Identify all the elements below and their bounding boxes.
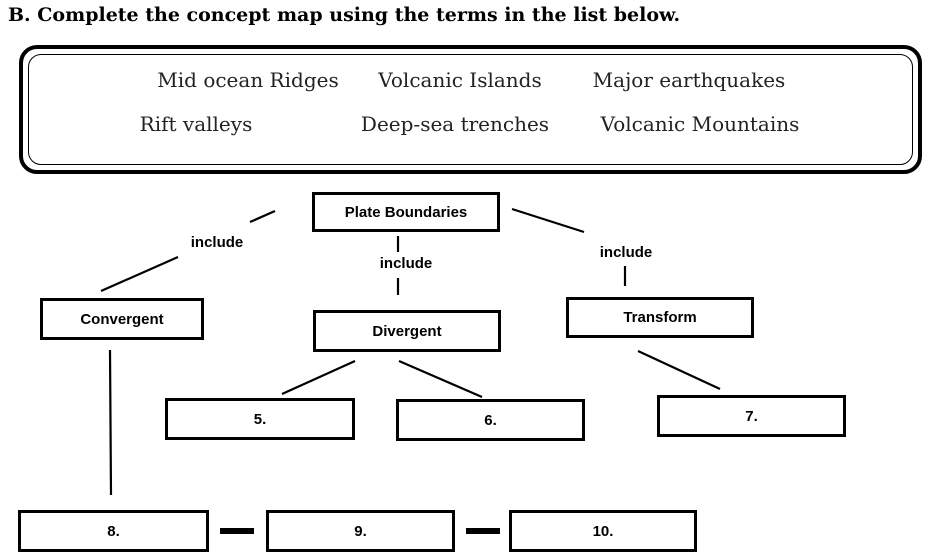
connector-root-convergent bbox=[100, 255, 179, 293]
connector-divergent-6 bbox=[398, 359, 483, 399]
blank-box-9[interactable]: 9. bbox=[266, 510, 455, 552]
connector-root-left-top bbox=[249, 209, 276, 224]
label-include-left: include bbox=[190, 234, 244, 251]
connector-transform-7 bbox=[637, 350, 721, 390]
term-mid-ocean-ridges: Mid ocean Ridges bbox=[157, 68, 339, 92]
label-include-middle: include bbox=[379, 255, 433, 272]
label-include-right: include bbox=[599, 244, 653, 261]
term-major-earthquakes: Major earthquakes bbox=[592, 68, 786, 92]
node-divergent: Divergent bbox=[313, 310, 501, 352]
connector-divergent-5 bbox=[281, 359, 356, 396]
term-volcanic-mountains: Volcanic Mountains bbox=[600, 112, 800, 136]
blank-box-10[interactable]: 10. bbox=[509, 510, 697, 552]
term-rift-valleys: Rift valleys bbox=[139, 112, 253, 136]
blank-box-6[interactable]: 6. bbox=[396, 399, 585, 441]
node-convergent: Convergent bbox=[40, 298, 204, 340]
connector-root-right bbox=[511, 207, 585, 234]
instruction-heading: B. Complete the concept map using the te… bbox=[8, 4, 681, 26]
term-list-box bbox=[19, 45, 922, 174]
node-plate-boundaries: Plate Boundaries bbox=[312, 192, 500, 232]
blank-box-7[interactable]: 7. bbox=[657, 395, 846, 437]
connector-convergent-8 bbox=[108, 349, 113, 496]
blank-box-5[interactable]: 5. bbox=[165, 398, 355, 440]
blank-box-8[interactable]: 8. bbox=[18, 510, 209, 552]
node-transform: Transform bbox=[566, 297, 754, 338]
term-deep-sea-trenches: Deep-sea trenches bbox=[360, 112, 550, 136]
term-volcanic-islands: Volcanic Islands bbox=[378, 68, 542, 92]
